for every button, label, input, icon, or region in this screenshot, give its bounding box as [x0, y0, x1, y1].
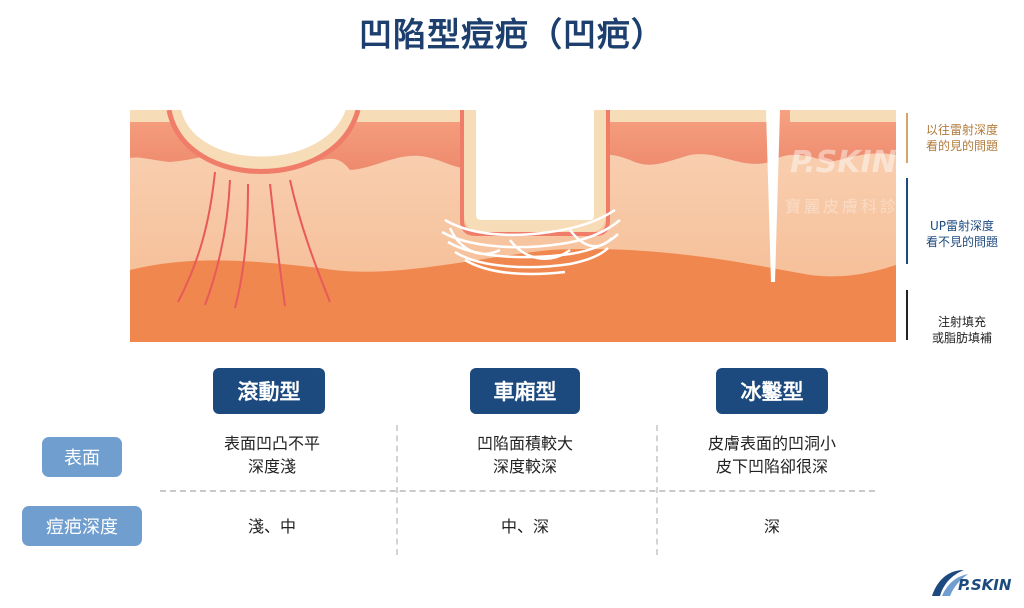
row-divider	[160, 490, 875, 492]
row-label-depth: 痘疤深度	[22, 506, 142, 546]
type-boxcar: 車廂型	[470, 368, 580, 414]
watermark-subtext: 寶麗皮膚科診所	[785, 197, 896, 216]
cell-surface-boxcar: 凹陷面積較大深度較深	[476, 434, 573, 476]
skin-cross-section: P.SKIN 寶麗皮膚科診所	[130, 110, 896, 342]
logo-text: P.SKIN	[958, 576, 1012, 594]
column-divider-2	[656, 425, 658, 555]
icepick-scar	[766, 110, 780, 282]
cell-depth-rolling: 淺、中	[247, 517, 296, 536]
row-label-surface: 表面	[42, 437, 122, 477]
cell-surface-rolling: 表面凹凸不平深度淺	[223, 434, 320, 476]
collagen-fibers	[441, 208, 621, 276]
type-icepick: 冰鑿型	[716, 368, 828, 414]
boxcar-scar	[470, 110, 600, 226]
bracket-laser-invisible	[906, 178, 922, 264]
watermark-text: P.SKIN	[790, 145, 896, 180]
bracket-laser-visible	[906, 113, 922, 163]
page-title: 凹陷型痘疤（凹疤）	[359, 15, 665, 54]
layer-label-1: UP雷射深度看不見的問題	[925, 219, 998, 249]
bracket-filler	[906, 290, 922, 340]
cell-depth-boxcar: 中、深	[500, 517, 549, 536]
cell-depth-icepick: 深	[763, 517, 780, 536]
subcutaneous-layer	[130, 249, 896, 342]
pskin-logo: P.SKIN	[932, 570, 1012, 596]
type-rolling: 滾動型	[213, 368, 325, 414]
column-divider-1	[396, 425, 398, 555]
layer-label-0: 以往雷射深度看的見的問題	[925, 123, 998, 153]
cell-surface-icepick: 皮膚表面的凹洞小皮下凹陷卻很深	[707, 434, 836, 476]
layer-label-2: 注射填充或脂肪填補	[931, 315, 992, 345]
